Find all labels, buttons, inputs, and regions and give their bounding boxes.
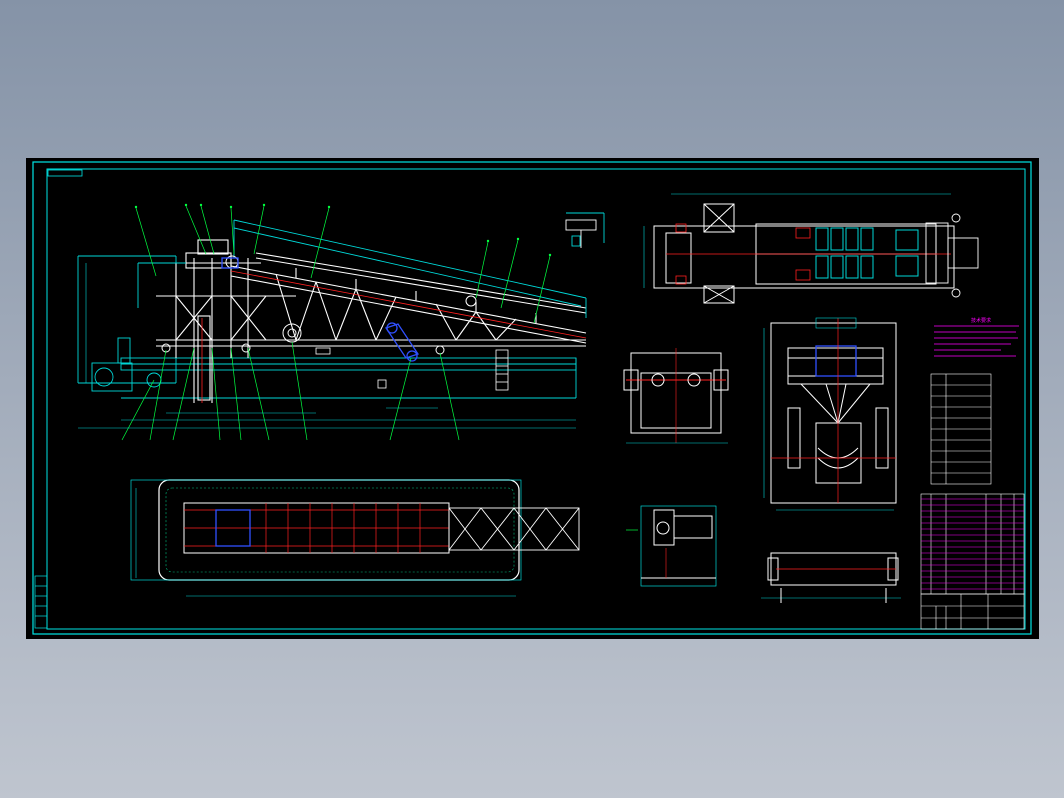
outer-border bbox=[32, 161, 1032, 635]
section-view-d bbox=[761, 552, 901, 603]
part-balloons bbox=[134, 203, 552, 257]
technical-notes: 技术要求 bbox=[934, 317, 1019, 357]
spec-table bbox=[930, 373, 992, 485]
top-right-plan-view bbox=[643, 193, 979, 304]
section-view-c bbox=[626, 505, 717, 587]
parts-list-table bbox=[920, 493, 1025, 595]
cad-drawing-canvas: 技术要求 bbox=[32, 161, 1032, 635]
notes-title: 技术要求 bbox=[971, 317, 991, 324]
sheet-tag-box bbox=[47, 169, 83, 177]
side-elevation-view bbox=[77, 203, 587, 441]
inner-border bbox=[46, 168, 1026, 630]
cad-drawing-sheet: 技术要求 bbox=[26, 158, 1039, 639]
plan-view bbox=[130, 479, 580, 597]
section-view-b bbox=[763, 317, 897, 511]
revision-strip bbox=[34, 575, 48, 629]
section-view-a bbox=[623, 348, 729, 444]
title-block bbox=[920, 593, 1025, 630]
detail-view-top bbox=[565, 212, 605, 248]
